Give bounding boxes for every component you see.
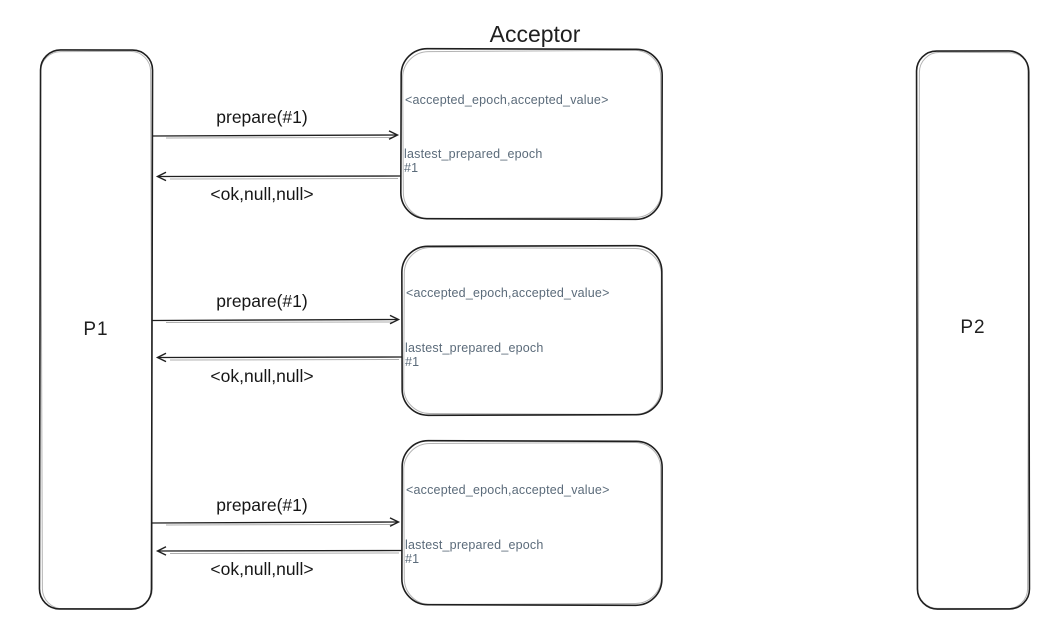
ok-arrow-2 [155,352,403,363]
prepare-arrow-3 [151,517,401,527]
ok-arrow-1 [155,171,402,182]
p1-lifeline-shape [38,49,154,610]
p2-label: P2 [960,317,986,338]
acceptor-state-line-1: <accepted_epoch,accepted_value> [405,93,609,107]
acceptor-prepared-value-3: #1 [405,552,420,566]
acceptor-box-3-shape [401,439,663,607]
acceptor-box-1-shape [400,47,663,221]
ok-label-1: <ok,null,null> [210,184,314,204]
acceptor-box-2-shape [401,244,663,417]
ok-arrow-3 [155,546,403,556]
acceptor-prepared-value-1: #1 [404,161,419,175]
acceptor-prepared-line-2: lastest_prepared_epoch [405,341,544,355]
prepare-label-1: prepare(#1) [216,107,308,127]
acceptor-state-line-2: <accepted_epoch,accepted_value> [406,286,610,300]
acceptor-prepared-value-2: #1 [405,355,420,369]
prepare-label-3: prepare(#1) [216,495,308,515]
acceptor-prepared-line-1: lastest_prepared_epoch [404,147,543,161]
ok-label-2: <ok,null,null> [210,366,314,386]
ok-label-3: <ok,null,null> [210,559,314,579]
prepare-arrow-1 [151,130,400,140]
prepare-label-2: prepare(#1) [216,291,308,311]
p1-label: P1 [83,319,109,340]
acceptor-prepared-line-3: lastest_prepared_epoch [405,538,544,552]
acceptor-title: Acceptor [489,21,581,47]
acceptor-state-line-3: <accepted_epoch,accepted_value> [406,483,610,497]
p2-lifeline-shape [915,50,1031,610]
prepare-arrow-2 [151,314,401,325]
